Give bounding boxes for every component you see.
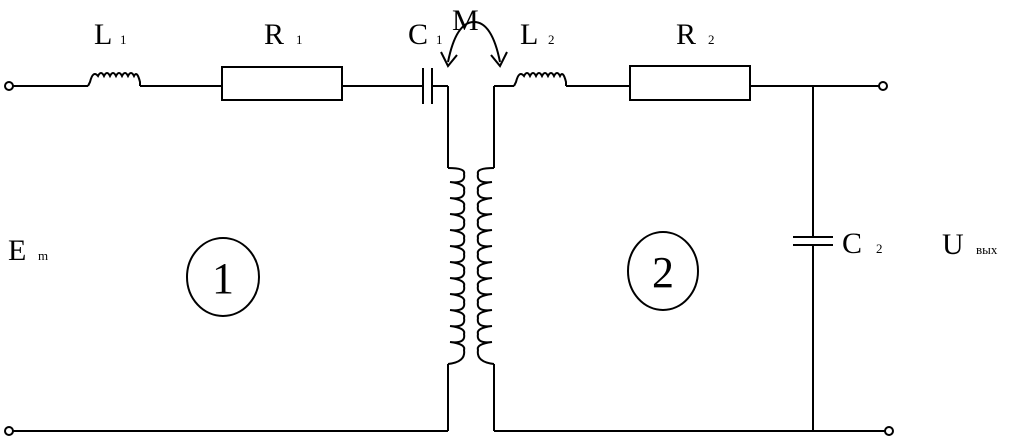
label-L2: L [520, 18, 538, 51]
label-Uout-sub: вых [976, 242, 998, 257]
label-L2-sub: 2 [548, 32, 555, 47]
label-C2-sub: 2 [876, 241, 883, 256]
inductor-L1 [87, 72, 141, 87]
label-Em-sub: m [38, 248, 48, 263]
label-Em: E [8, 234, 26, 267]
input-terminal-bottom [4, 426, 14, 436]
label-C1-sub: 1 [436, 32, 443, 47]
inductor-L2 [513, 72, 567, 87]
resistor-R2 [629, 65, 751, 101]
input-terminal-top [4, 81, 14, 91]
label-R2-sub: 2 [708, 32, 715, 47]
label-M: M [452, 4, 479, 37]
label-R1-sub: 1 [296, 32, 303, 47]
output-terminal-top [878, 81, 888, 91]
label-Uout: U [942, 228, 964, 261]
loop-1-number: 1 [212, 254, 234, 303]
output-terminal-bottom [884, 426, 894, 436]
mutual-inductance-arc [447, 20, 501, 63]
secondary-coil [476, 167, 495, 365]
label-R2: R [676, 18, 696, 51]
label-C1: C [408, 18, 428, 51]
primary-coil [447, 167, 466, 365]
mutual-arrowhead-left [440, 51, 458, 68]
loop-2-number: 2 [652, 248, 674, 297]
label-L1: L [94, 18, 112, 51]
resistor-R1 [221, 66, 343, 101]
loop-2-circle [627, 231, 699, 311]
label-R1: R [264, 18, 284, 51]
loop-1-circle [186, 237, 260, 317]
label-C2: C [842, 227, 862, 260]
mutual-arrowhead-right [490, 51, 508, 68]
label-L1-sub: 1 [120, 32, 127, 47]
